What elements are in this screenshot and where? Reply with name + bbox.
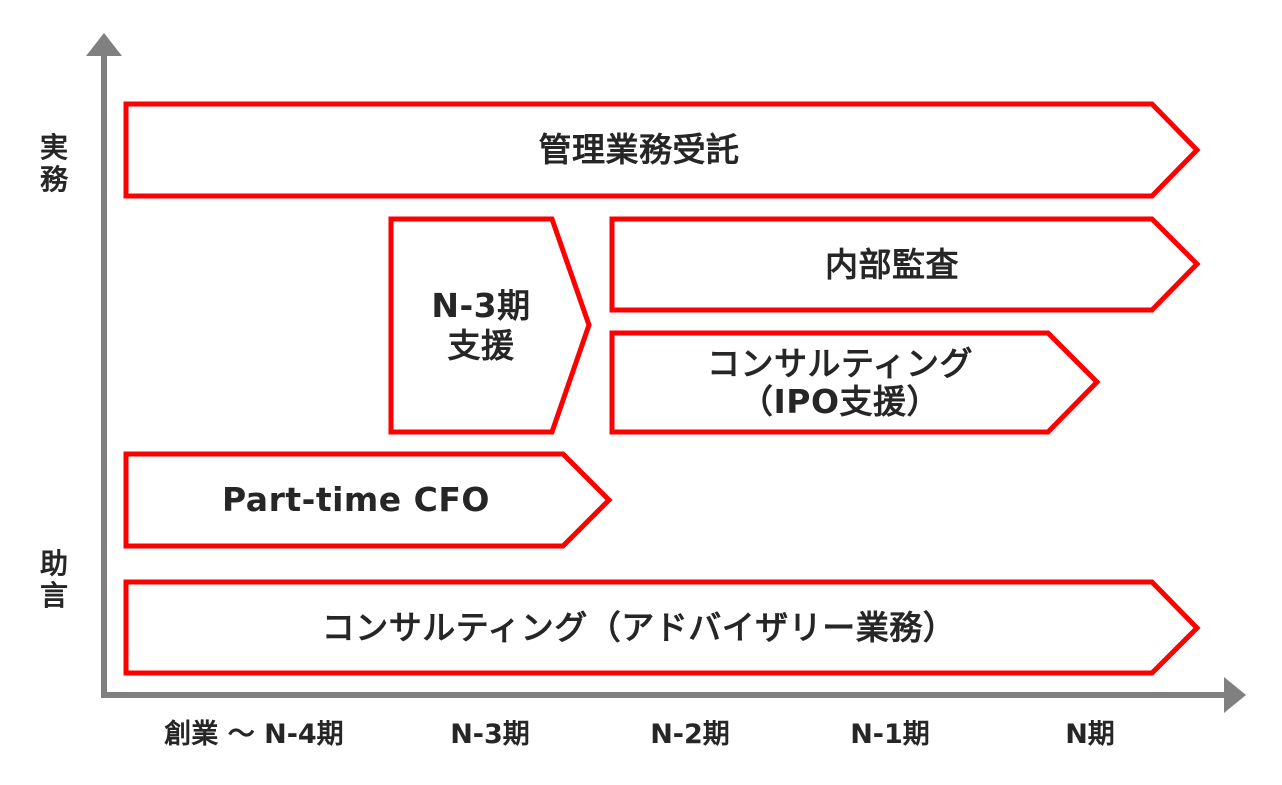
x-axis-label-n2: N-2期 <box>650 718 730 750</box>
box-management-outsourcing <box>123 101 1201 199</box>
box-internal-audit <box>609 216 1201 313</box>
y-axis-arrow-icon <box>86 33 122 56</box>
label-management-outsourcing: 管理業務受託 <box>538 130 740 170</box>
x-axis-label-founding-n4: 創業 ～ N-4期 <box>164 718 344 750</box>
box-part-time-cfo <box>123 451 613 549</box>
label-n3-support: N-3期 支援 <box>431 285 531 365</box>
x-axis-arrow-icon <box>1224 677 1246 713</box>
y-axis-label-advisory: 助 言 <box>39 547 68 612</box>
label-internal-audit: 内部監査 <box>825 244 959 284</box>
box-n3-support <box>388 216 592 435</box>
x-axis-label-n3: N-3期 <box>450 718 530 750</box>
box-advisory-consulting <box>123 579 1201 676</box>
x-axis-label-n: N期 <box>1065 718 1115 750</box>
label-part-time-cfo: Part-time CFO <box>222 480 490 520</box>
label-advisory-consulting: コンサルティング（アドバイザリー業務） <box>321 607 957 647</box>
box-ipo-consulting <box>609 330 1101 435</box>
label-ipo-consulting: コンサルティング （IPO支援） <box>706 343 974 421</box>
axes <box>86 33 1246 713</box>
x-axis-label-n1: N-1期 <box>850 718 930 750</box>
y-axis-label-practical: 実 務 <box>39 131 68 196</box>
